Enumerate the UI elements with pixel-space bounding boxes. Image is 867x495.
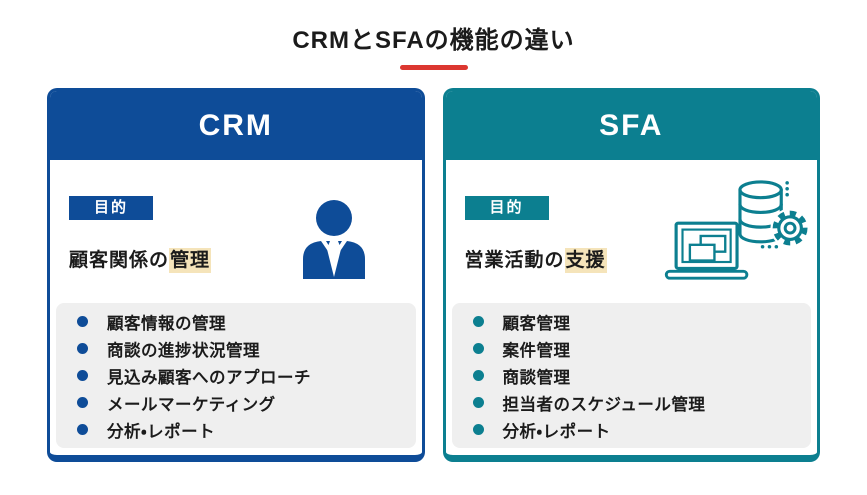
sfa-feature-item: 商談管理 xyxy=(472,362,802,389)
crm-purpose-section: 目的 顧客関係の管理 xyxy=(50,160,422,284)
sfa-feature-item: 案件管理 xyxy=(472,335,802,362)
sfa-feature-label: 顧客管理 xyxy=(502,314,571,333)
crm-card: CRM 目的 顧客関係の管理 顧客情報の管理 xyxy=(47,88,425,462)
sfa-feature-list: 顧客管理 案件管理 商談管理 担当者のスケジュール管理 分析・レポート xyxy=(451,303,811,448)
crm-purpose-text: 顧客関係の管理 xyxy=(69,248,212,274)
businessperson-icon xyxy=(296,197,372,284)
crm-purpose-texts: 目的 顧客関係の管理 xyxy=(69,196,212,274)
bullet-icon xyxy=(77,316,88,327)
crm-feature-item: 分析・レポート xyxy=(77,416,406,443)
sfa-feature-label: 分析・レポート xyxy=(502,422,611,441)
crm-purpose-highlight: 管理 xyxy=(169,248,212,273)
crm-feature-label: 顧客情報の管理 xyxy=(107,314,226,333)
bullet-icon xyxy=(77,343,88,354)
crm-feature-item: 顧客情報の管理 xyxy=(77,308,406,335)
crm-feature-item: 商談の進捗状況管理 xyxy=(77,335,406,362)
crm-purpose-plain: 顧客関係の xyxy=(69,250,170,271)
sfa-feature-item: 分析・レポート xyxy=(472,416,802,443)
crm-purpose-badge: 目的 xyxy=(69,196,154,220)
title-block: CRMとSFAの機能の違い xyxy=(0,0,867,70)
crm-feature-label: 見込み顧客へのアプローチ xyxy=(107,368,311,387)
sfa-feature-item: 担当者のスケジュール管理 xyxy=(472,389,802,416)
sfa-purpose-text: 営業活動の支援 xyxy=(465,248,607,274)
crm-feature-label: 分析・レポート xyxy=(107,422,216,441)
sfa-feature-label: 商談管理 xyxy=(502,368,571,387)
sfa-card-header: SFA xyxy=(445,91,817,160)
bullet-icon xyxy=(77,370,88,381)
title-underline xyxy=(399,65,468,70)
bullet-icon xyxy=(77,424,88,435)
bullet-icon xyxy=(472,424,484,435)
sfa-feature-label: 案件管理 xyxy=(502,341,571,360)
bullet-icon xyxy=(472,343,484,354)
sfa-purpose-plain: 営業活動の xyxy=(464,250,565,271)
sfa-feature-label: 担当者のスケジュール管理 xyxy=(502,395,706,414)
sfa-card: SFA 目的 営業活動の支援 xyxy=(442,88,820,462)
crm-card-header: CRM xyxy=(50,91,422,160)
crm-feature-item: 見込み顧客へのアプローチ xyxy=(77,362,406,389)
sfa-purpose-section: 目的 営業活動の支援 xyxy=(446,160,818,295)
comparison-cards: CRM 目的 顧客関係の管理 顧客情報の管理 xyxy=(47,88,820,462)
sfa-purpose-texts: 目的 営業活動の支援 xyxy=(464,196,607,274)
crm-feature-item: メールマーケティング xyxy=(77,389,406,416)
sfa-purpose-badge: 目的 xyxy=(464,196,549,220)
database-gear-laptop-icon xyxy=(664,178,814,295)
crm-feature-list: 顧客情報の管理 商談の進捗状況管理 見込み顧客へのアプローチ メールマーケティン… xyxy=(56,303,416,448)
sfa-feature-item: 顧客管理 xyxy=(472,308,802,335)
page-title: CRMとSFAの機能の違い xyxy=(292,27,575,54)
sfa-purpose-highlight: 支援 xyxy=(564,248,607,273)
bullet-icon xyxy=(77,397,88,408)
crm-feature-label: メールマーケティング xyxy=(107,395,276,414)
bullet-icon xyxy=(472,370,484,381)
bullet-icon xyxy=(472,397,484,408)
crm-feature-label: 商談の進捗状況管理 xyxy=(107,341,260,360)
bullet-icon xyxy=(472,316,484,327)
